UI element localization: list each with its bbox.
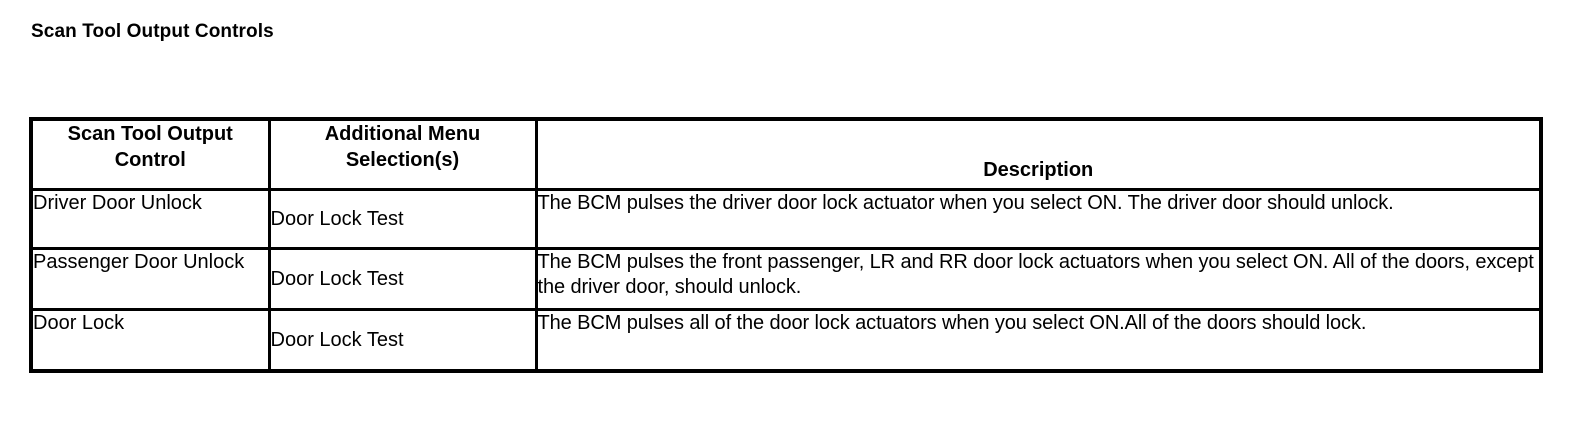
column-header-line-1: Scan Tool Output xyxy=(67,123,233,145)
cell-menu-selection: Door Lock Test xyxy=(267,308,538,373)
column-header-line-1: Additional Menu xyxy=(324,123,481,145)
scan-tool-output-controls-table-wrapper: Scan Tool Output Control Additional Menu… xyxy=(29,117,1543,373)
cell-control: Door Lock xyxy=(29,308,271,373)
table-row: Door Lock Door Lock Test The BCM pulses … xyxy=(29,308,1543,373)
cell-menu-selection-text: Door Lock Test xyxy=(270,207,404,230)
column-header-line-2: Selection(s) xyxy=(345,149,460,171)
cell-control: Driver Door Unlock xyxy=(29,188,271,250)
cell-description-text: The BCM pulses the front passenger, LR a… xyxy=(537,251,1534,298)
column-header-line-2: Control xyxy=(114,149,186,171)
cell-menu-selection: Door Lock Test xyxy=(267,188,538,250)
cell-description: The BCM pulses the driver door lock actu… xyxy=(534,188,1543,250)
cell-description: The BCM pulses the front passenger, LR a… xyxy=(534,247,1543,311)
scan-tool-output-controls-table: Scan Tool Output Control Additional Menu… xyxy=(29,117,1543,373)
table-row: Driver Door Unlock Door Lock Test The BC… xyxy=(29,188,1543,250)
column-header-line-1: Description xyxy=(983,159,1094,181)
cell-description-text: The BCM pulses all of the door lock actu… xyxy=(537,312,1367,334)
cell-description: The BCM pulses all of the door lock actu… xyxy=(534,308,1543,373)
cell-menu-selection: Door Lock Test xyxy=(267,247,538,311)
table-header-row: Scan Tool Output Control Additional Menu… xyxy=(29,117,1543,191)
cell-control-text: Driver Door Unlock xyxy=(33,192,202,214)
table-row: Passenger Door Unlock Door Lock Test The… xyxy=(29,247,1543,311)
cell-control: Passenger Door Unlock xyxy=(29,247,271,311)
cell-menu-selection-text: Door Lock Test xyxy=(270,267,404,290)
cell-control-text: Door Lock xyxy=(33,312,125,334)
table-header: Scan Tool Output Control Additional Menu… xyxy=(29,117,1543,191)
column-header-scan-tool-output-control: Scan Tool Output Control xyxy=(29,117,271,191)
page-title: Scan Tool Output Controls xyxy=(31,21,274,42)
column-header-description: Description xyxy=(534,117,1543,191)
cell-menu-selection-text: Door Lock Test xyxy=(270,328,404,351)
column-header-additional-menu-selections: Additional Menu Selection(s) xyxy=(267,117,538,191)
cell-control-text: Passenger Door Unlock xyxy=(33,251,245,273)
table-body: Driver Door Unlock Door Lock Test The BC… xyxy=(29,188,1543,373)
cell-description-text: The BCM pulses the driver door lock actu… xyxy=(537,192,1394,214)
